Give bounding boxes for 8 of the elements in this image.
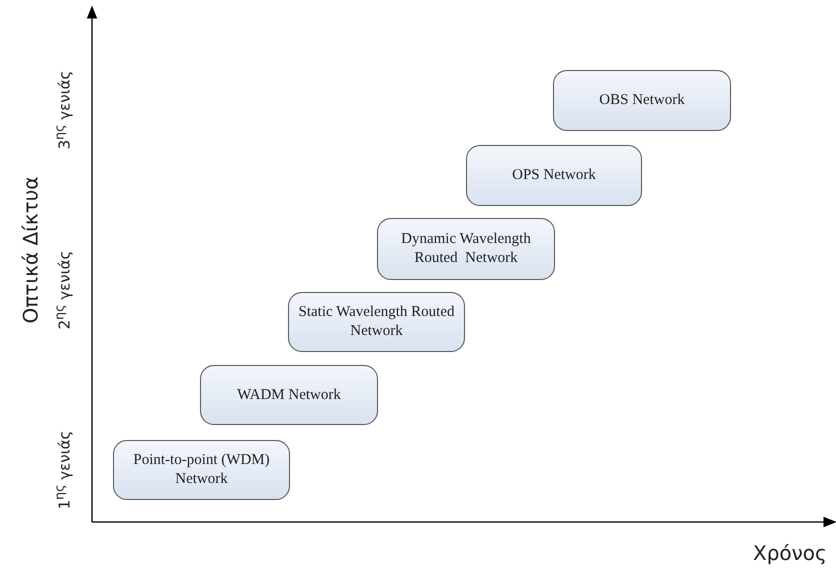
network-box: Static Wavelength Routed Network — [288, 292, 465, 352]
axis-title: Οπτικά Δίκτυα — [18, 176, 42, 324]
network-box: Dynamic Wavelength Routed Network — [377, 218, 555, 280]
axis-title: Χρόνος — [753, 541, 827, 565]
network-box: OPS Network — [466, 145, 642, 206]
network-box: OBS Network — [553, 70, 731, 131]
network-box: WADM Network — [200, 365, 378, 425]
network-box: Point-to-point (WDM) Network — [113, 440, 290, 500]
